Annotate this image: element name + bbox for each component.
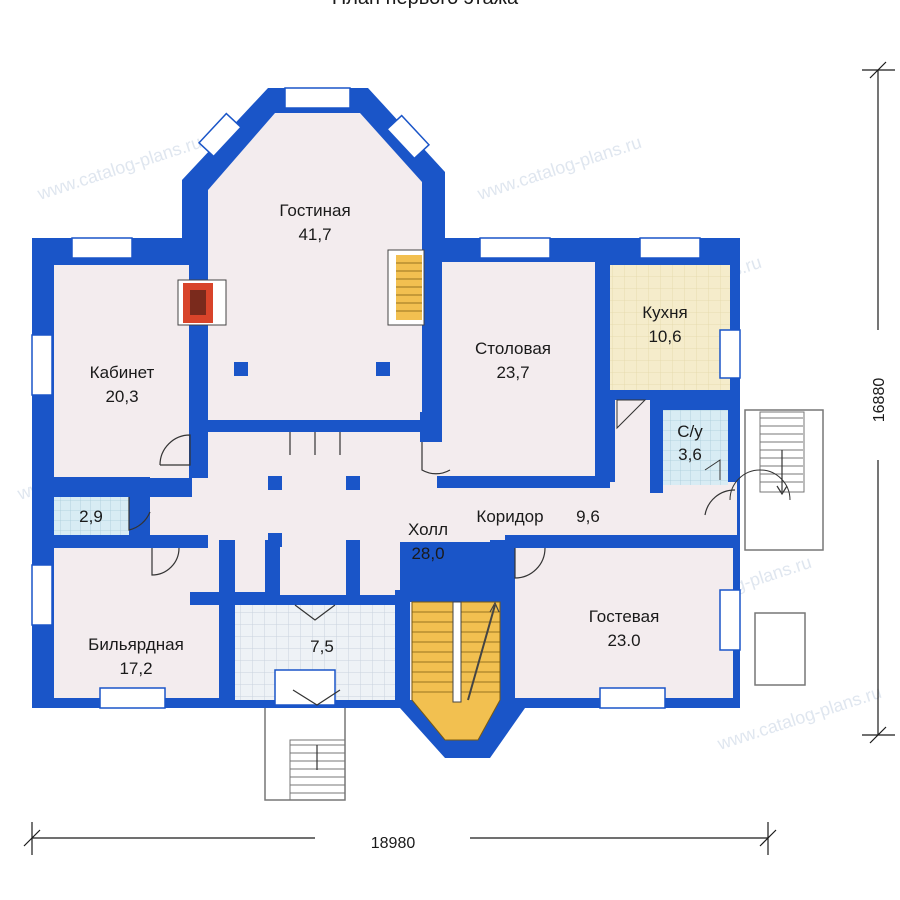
room-name-kabinet: Кабинет: [90, 363, 155, 382]
exterior-stairs: [264, 409, 824, 801]
room-labels: Гостиная 41,7 Кабинет 20,3 Столовая 23,7…: [79, 201, 703, 678]
room-area-stolovaya: 23,7: [496, 363, 529, 382]
room-area-kholl: 28,0: [411, 544, 444, 563]
room-name-kholl: Холл: [408, 520, 448, 539]
room-name-gostevaya: Гостевая: [589, 607, 660, 626]
door: [616, 399, 647, 430]
column: [268, 476, 282, 490]
dimension-depth-label: 16880: [871, 378, 888, 423]
door: [294, 604, 336, 621]
dimension-depth: [862, 61, 895, 744]
columns: [234, 362, 390, 547]
door: [729, 469, 791, 501]
living-room-stair: [387, 249, 425, 326]
window: [599, 687, 666, 709]
column: [234, 362, 248, 376]
dimension-width-label: 18980: [371, 835, 416, 852]
room-name-kukhnya: Кухня: [642, 303, 688, 322]
room-name-biliardnaya: Бильярдная: [88, 635, 184, 654]
window: [284, 87, 351, 109]
column: [346, 476, 360, 490]
door: [704, 489, 736, 516]
window: [719, 589, 741, 651]
room-name-stolovaya: Столовая: [475, 339, 551, 358]
door: [421, 442, 451, 475]
room-area-gostevaya: 23.0: [607, 631, 640, 650]
windows: [31, 87, 741, 709]
watermark-text: www.catalog-plans.ru: [474, 132, 644, 204]
room-area-pantry: 2,9: [79, 507, 103, 526]
door: [159, 434, 191, 466]
room-area-vestibule: 7,5: [310, 637, 334, 656]
room-area-kabinet: 20,3: [105, 387, 138, 406]
door: [704, 459, 721, 480]
window: [385, 114, 431, 160]
door: [289, 432, 341, 455]
fireplace-icon: [177, 279, 227, 326]
room-floors: [54, 113, 737, 700]
door: [151, 547, 180, 576]
room-area-su: 3,6: [678, 445, 702, 464]
window: [719, 329, 741, 379]
window: [99, 687, 166, 709]
room-area-gostinaya: 41,7: [298, 225, 331, 244]
room-area-koridor: 9,6: [576, 507, 600, 526]
door: [514, 547, 546, 579]
watermark-text: www.catalog-plans.ru: [34, 132, 204, 204]
column: [376, 362, 390, 376]
window: [639, 237, 701, 259]
window: [31, 334, 53, 396]
door: [128, 497, 151, 531]
column: [268, 533, 282, 547]
window: [31, 564, 53, 626]
room-name-gostinaya: Гостиная: [279, 201, 350, 220]
window: [71, 237, 133, 259]
room-name-su: С/у: [677, 422, 703, 441]
plan-title: План первого этажа: [332, 0, 519, 9]
door: [292, 689, 341, 706]
room-area-kukhnya: 10,6: [648, 327, 681, 346]
window: [479, 237, 551, 259]
dimension-width: [23, 822, 777, 855]
window: [197, 112, 243, 158]
main-stair: [411, 601, 501, 741]
room-name-koridor: Коридор: [476, 507, 543, 526]
room-area-biliardnaya: 17,2: [119, 659, 152, 678]
doors: [128, 399, 791, 706]
